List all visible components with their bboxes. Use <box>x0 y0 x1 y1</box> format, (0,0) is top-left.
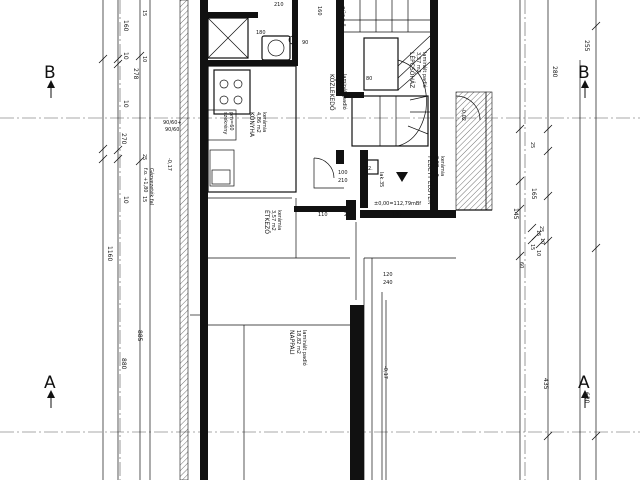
label-parapet-3: -0,17 <box>382 366 388 379</box>
room-fedett-name: FEDETT ELŐTÉR <box>426 156 434 204</box>
room-lepcsohaz-name: LÉPCSŐHÁZ <box>408 52 416 88</box>
room-konyha-floor: kerámia <box>261 112 268 132</box>
section-b-right: B <box>578 63 590 83</box>
dim-right-inner-15: 15 <box>535 230 541 236</box>
exterior-walls <box>179 0 493 480</box>
label-210-b: 210 <box>338 178 348 184</box>
dim-left-10c: 10 <box>122 196 129 204</box>
dim-left-10b: 10 <box>122 100 129 108</box>
label-kitchen-window-b: 90/60 <box>165 127 179 133</box>
dim-right-145: 145 <box>512 208 519 220</box>
dim-left-880: 880 <box>120 358 127 370</box>
kitchen-fixtures <box>205 65 297 193</box>
room-konyha-name: KONYHA <box>248 112 255 138</box>
label-niche-b: szekrény <box>222 112 229 134</box>
bathroom-fixtures <box>207 17 298 61</box>
left-dimension-chain <box>98 0 151 480</box>
room-nappali-name: NAPPALI <box>288 330 295 355</box>
label-100-210: 100 <box>338 170 348 176</box>
room-furdo-name: FÜRDŐ <box>338 6 345 28</box>
right-dimension-chain <box>515 0 601 480</box>
misc-labels: 110 25 145 180 80 90 100 210 120 240 90/… <box>142 2 466 379</box>
section-a-left: A <box>44 373 56 393</box>
dim-left-inner-15: 15 <box>141 10 147 16</box>
dim-left-885: 885 <box>136 330 143 342</box>
label-80: 80 <box>366 76 372 82</box>
room-labels: FÜRDŐ KONYHA 4,86 m2 kerámia ÉTKEZŐ 3,57… <box>248 6 446 366</box>
dim-right-inner-15b: 15 <box>529 244 535 250</box>
dim-left-inner-25: 25 <box>141 154 147 160</box>
level-marker: ±0,00=112,79mBf 2. lak.35 <box>365 159 421 207</box>
label-210-top: 210 <box>274 2 284 8</box>
room-lepcsohaz-area: 3,37 m2 <box>415 52 421 73</box>
section-a-right: A <box>578 373 590 393</box>
label-110: 110 <box>318 212 328 218</box>
dim-right-165: 165 <box>530 188 537 200</box>
room-fedett-area: 2,98 m2 <box>433 156 439 177</box>
dim-right-inner-10b: 10 <box>535 250 541 256</box>
level-mark-text: ±0,00=112,79mBf <box>374 201 421 207</box>
label-180: 180 <box>256 30 266 36</box>
room-lepcsohaz: LÉPCSŐHÁZ 3,37 m2 laminált padló <box>408 52 428 88</box>
staircase <box>344 0 431 147</box>
label-25: 25 <box>344 212 350 218</box>
room-fedett-floor: kerámia <box>439 156 446 176</box>
dim-right-280: 280 <box>551 66 558 78</box>
dim-right-inner-10: 10 <box>539 238 545 244</box>
dim-right-inner-25: 25 <box>529 142 535 148</box>
dim-right-255: 255 <box>583 40 590 52</box>
section-b-left: B <box>44 63 56 83</box>
room-nappali: NAPPALI 18,82 m2 laminált padló <box>288 330 308 366</box>
dim-left-270: 270 <box>120 133 127 145</box>
room-etkezo-floor: kerámia <box>276 210 283 230</box>
room-lepcsohaz-floor: laminált padló <box>421 52 428 88</box>
room-kozlekedo-area: 5,37 m2 <box>335 74 341 95</box>
room-konyha-area: 4,86 m2 <box>255 112 261 133</box>
label-90: 90 <box>302 40 308 46</box>
section-markers: B B A A <box>44 63 590 408</box>
door-swings <box>295 95 481 189</box>
room-kozlekedo-name: KÖZLEKEDŐ <box>328 74 335 111</box>
dim-left-10a: 10 <box>122 52 129 60</box>
label-160-top: 160 <box>316 6 322 16</box>
dim-left-inner-15b: 15 <box>141 196 147 202</box>
label-120: 120 <box>383 272 393 278</box>
label-parapet-2: -0,02 <box>460 108 466 121</box>
dim-right-inner-25b: 25 <box>538 226 544 232</box>
left-dim-texts: 160 10 278 10 270 10 1160 885 880 15 10 … <box>106 10 147 370</box>
door-tag: 2. <box>368 166 373 172</box>
room-fedett-eloter: FEDETT ELŐTÉR 2,98 m2 kerámia <box>426 156 446 204</box>
dim-left-inner-10: 10 <box>141 56 147 62</box>
label-145: 145 <box>392 212 402 218</box>
room-nappali-area: 18,82 m2 <box>295 330 301 354</box>
label-parapet: -0,17 <box>166 158 172 171</box>
label-kitchen-window-a: 90/60+ <box>163 120 182 126</box>
interior-walls <box>200 0 456 480</box>
label-gas-a: Gázvezeték fal <box>148 168 155 205</box>
room-kozlekedo: KÖZLEKEDŐ 5,37 m2 laminált padló <box>328 74 348 111</box>
label-240: 240 <box>383 280 393 286</box>
dim-left-278: 278 <box>132 68 139 80</box>
door-tag-sub: lak.35 <box>378 172 384 187</box>
dim-right-435: 435 <box>542 378 549 390</box>
right-dim-texts: 255 280 165 145 435 630 25 15 10 60 10 1… <box>512 40 590 404</box>
room-etkezo: ÉTKEZŐ 3,57 m2 kerámia <box>263 210 283 234</box>
label-gas-b: f.o. +1,80 <box>142 168 148 192</box>
label-niche-a: pm=60 <box>228 112 234 131</box>
room-kozlekedo-floor: laminált padló <box>341 74 348 110</box>
room-etkezo-name: ÉTKEZŐ <box>263 210 271 234</box>
dim-right-inner-60: 60 <box>518 262 524 268</box>
room-etkezo-area: 3,57 m2 <box>270 210 276 231</box>
room-konyha: KONYHA 4,86 m2 kerámia <box>248 112 268 138</box>
living-room-elements <box>190 197 456 480</box>
dim-left-160: 160 <box>122 20 129 32</box>
room-nappali-floor: laminált padló <box>301 330 308 366</box>
dim-left-1160: 1160 <box>106 246 113 261</box>
